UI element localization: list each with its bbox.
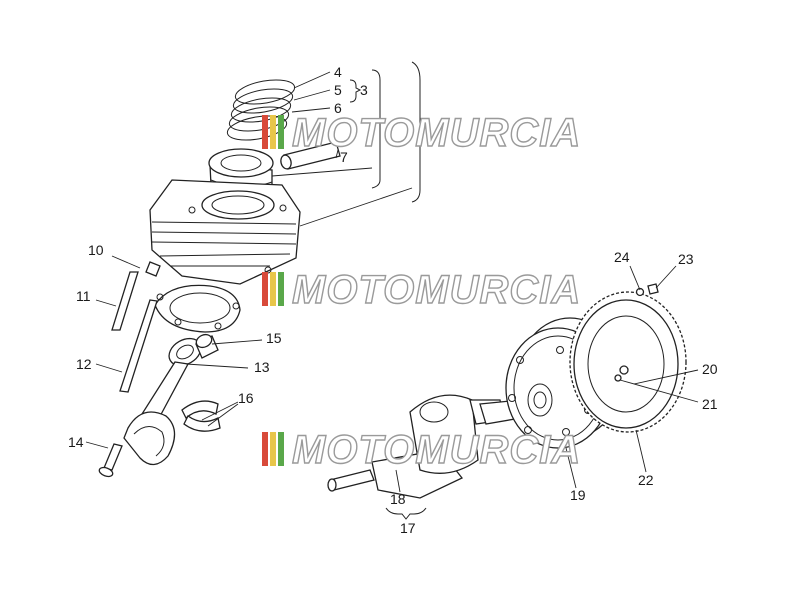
callout-5: 5 xyxy=(334,82,342,98)
callout-11: 11 xyxy=(76,288,91,304)
callout-labels: 4 5 3 6 7 10 11 12 15 13 16 14 18 17 19 … xyxy=(68,64,718,536)
base-gasket xyxy=(154,284,241,333)
bracket-piston-group xyxy=(371,61,421,203)
bearing-shells xyxy=(181,400,221,432)
callout-17: 17 xyxy=(400,520,416,536)
callout-14: 14 xyxy=(68,434,84,450)
watermark-2: MOTOMURCIA xyxy=(262,267,581,313)
rod-bolt xyxy=(98,443,123,478)
callout-24: 24 xyxy=(614,249,630,265)
watermark-stripe-green xyxy=(278,432,284,466)
cylinder-studs xyxy=(111,261,161,393)
watermark-stripe-yellow xyxy=(270,272,276,306)
watermark-stripe-red xyxy=(262,272,268,306)
callout-19: 19 xyxy=(570,487,586,503)
bracket-crank-17 xyxy=(385,507,427,520)
callout-6: 6 xyxy=(334,100,342,116)
watermark-1: MOTOMURCIA xyxy=(262,110,581,156)
watermark-3: MOTOMURCIA xyxy=(262,427,581,473)
watermark-stripe-green xyxy=(278,115,284,149)
watermark-text: MOTOMURCIA xyxy=(292,428,581,472)
callout-15: 15 xyxy=(266,330,282,346)
bracket-rings-3 xyxy=(349,79,362,103)
connecting-rod xyxy=(123,337,202,466)
callout-10: 10 xyxy=(88,242,104,258)
callout-13: 13 xyxy=(254,359,270,375)
watermark-stripe-green xyxy=(278,272,284,306)
watermark-text: MOTOMURCIA xyxy=(292,111,581,155)
cylinder xyxy=(149,179,301,285)
callout-12: 12 xyxy=(76,356,92,372)
callout-16: 16 xyxy=(238,390,254,406)
crankshaft xyxy=(327,394,547,499)
callout-18: 18 xyxy=(390,491,406,507)
flywheel-bolts xyxy=(614,283,659,382)
callout-21: 21 xyxy=(702,396,718,412)
callout-7: 7 xyxy=(340,149,348,165)
callout-22: 22 xyxy=(638,472,654,488)
watermark-stripe-yellow xyxy=(270,115,276,149)
leader-lines xyxy=(85,71,699,493)
watermark-stripe-red xyxy=(262,432,268,466)
callout-20: 20 xyxy=(702,361,718,377)
watermark-stripe-red xyxy=(262,115,268,149)
small-end-bush xyxy=(195,333,219,359)
watermark-stripe-yellow xyxy=(270,432,276,466)
callout-3: 3 xyxy=(360,82,368,98)
callout-4: 4 xyxy=(334,64,342,80)
watermark-text: MOTOMURCIA xyxy=(292,268,581,312)
callout-23: 23 xyxy=(678,251,694,267)
piston-pin xyxy=(280,141,341,170)
piston-rings xyxy=(226,79,296,141)
ring-gear xyxy=(569,291,687,433)
